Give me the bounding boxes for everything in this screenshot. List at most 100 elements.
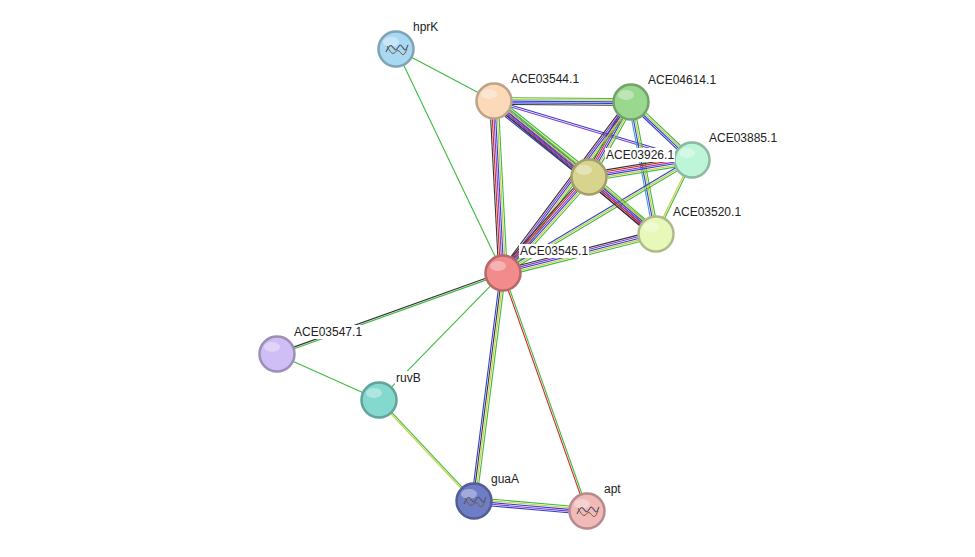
node-label: hprK [412,20,439,34]
evidence-strand [477,291,501,483]
evidence-strand [512,97,613,99]
node-label: ACE03885.1 [708,131,778,145]
interaction-edge [520,235,640,272]
evidence-strand [511,114,617,256]
interaction-edge [508,290,582,495]
interaction-edge [600,185,645,225]
node-circle [570,158,608,196]
protein-node: ACE03926.1 [570,158,608,196]
evidence-strand [512,102,613,104]
evidence-strand [492,504,569,511]
evidence-strand [492,503,569,510]
evidence-strand [492,119,499,255]
evidence-strand [646,113,681,146]
protein-node: guaA [455,482,493,520]
evidence-strand [479,291,503,483]
node-highlight [366,388,382,398]
interaction-edge [491,119,507,255]
evidence-strand [506,115,640,225]
node-circle [455,482,493,520]
evidence-strand [392,286,491,387]
interaction-edge [392,286,491,387]
evidence-strand [643,115,678,148]
node-circle-shape [570,494,605,529]
node-highlight [576,165,592,175]
evidence-strand [391,414,461,489]
evidence-strand [520,235,638,265]
evidence-strand [600,192,640,226]
evidence-strand [293,361,362,392]
node-label: ACE03544.1 [510,72,580,86]
evidence-strand [494,119,501,255]
node-circle [258,335,296,373]
protein-node: ACE04614.1 [612,83,650,121]
evidence-strand [294,278,486,347]
evidence-strand [512,104,613,106]
node-circle [637,215,675,253]
protein-node: ruvB [360,381,398,419]
node-circle [484,254,522,292]
evidence-strand [512,99,613,101]
interaction-edge [511,114,623,260]
interaction-edge [642,113,680,150]
evidence-strand [642,116,677,149]
node-label: ACE03545.1 [519,244,589,258]
interaction-edge [294,278,487,348]
evidence-strand [510,290,582,494]
interaction-edge [293,361,362,392]
node-highlight [490,261,506,271]
evidence-strand [475,291,499,483]
node-circle-shape [477,84,512,119]
node-circle [612,83,650,121]
node-circle-shape [614,85,649,120]
protein-node: ACE03544.1 [475,82,513,120]
node-circle-shape [639,217,674,252]
evidence-strand [509,111,643,221]
node-circle-shape [675,143,710,178]
protein-structure-icon [386,45,408,55]
evidence-strand [491,119,498,255]
protein-structure-icon [577,507,599,517]
node-circle [475,82,513,120]
node-label: ACE03926.1 [605,148,675,162]
node-circle-shape [379,32,414,67]
protein-node: ACE03547.1 [258,335,296,373]
protein-node: ACE03885.1 [673,141,711,179]
node-highlight [643,222,659,232]
node-highlight [618,90,634,100]
evidence-strand [602,189,642,223]
node-label: ACE04614.1 [647,73,717,87]
node-circle [673,141,711,179]
evidence-strand [512,101,613,103]
evidence-strand [603,188,643,222]
evidence-strand [508,290,580,494]
node-circle-shape [260,337,295,372]
node-label: apt [603,482,622,496]
node-circle-shape [572,160,607,195]
protein-node: ACE03545.1 [484,254,522,292]
node-label: guaA [490,472,520,486]
node-circle-shape [486,256,521,291]
node-circle-shape [362,383,397,418]
evidence-strand [392,413,462,488]
evidence-strand [601,191,641,225]
interaction-edge [474,291,504,484]
node-circle [360,381,398,419]
evidence-strand [492,506,569,513]
evidence-strand [474,291,498,483]
evidence-strand [511,108,578,162]
interaction-edge [412,57,478,92]
node-circle-shape [457,484,492,519]
evidence-strand [512,115,618,257]
node-highlight [264,342,280,352]
node-highlight [481,89,497,99]
interaction-edge [391,413,463,489]
protein-node: apt [568,492,606,530]
protein-structure-icon [464,497,486,507]
node-label: ruvB [395,371,422,385]
evidence-strand [606,160,673,171]
node-circle [568,492,606,530]
protein-node: ACE03520.1 [637,215,675,253]
protein-node: hprK [377,30,415,68]
